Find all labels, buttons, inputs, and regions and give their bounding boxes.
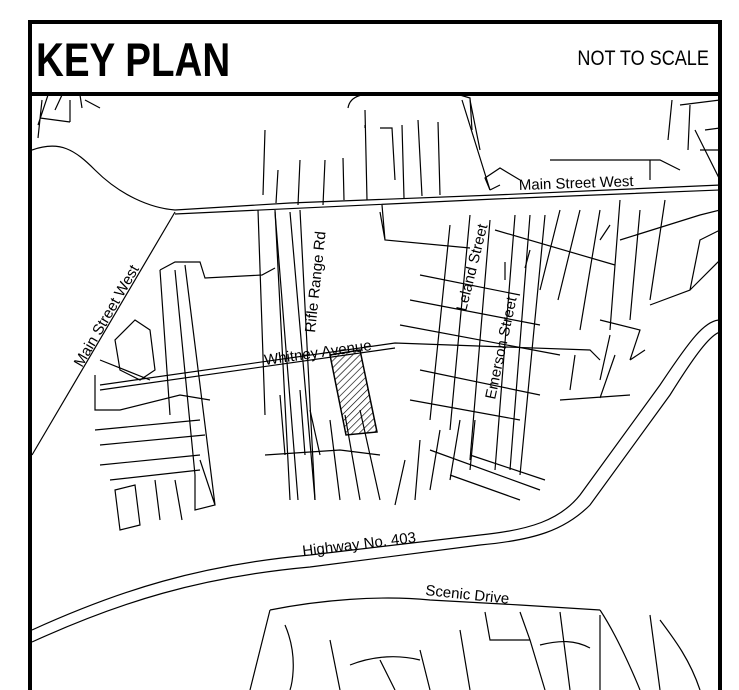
site-parcel-hatched [329, 349, 378, 436]
not-to-scale-note: NOT TO SCALE [577, 47, 709, 70]
label-main-street-west-diag: Main Street West [71, 261, 144, 370]
label-main-street-west-top: Main Street West [519, 173, 635, 194]
key-plan-title: KEY PLAN [36, 33, 231, 86]
label-rifle-range-rd: Rifle Range Rd [302, 230, 330, 333]
label-scenic-drive: Scenic Drive [425, 582, 511, 608]
outer-border [28, 20, 722, 690]
